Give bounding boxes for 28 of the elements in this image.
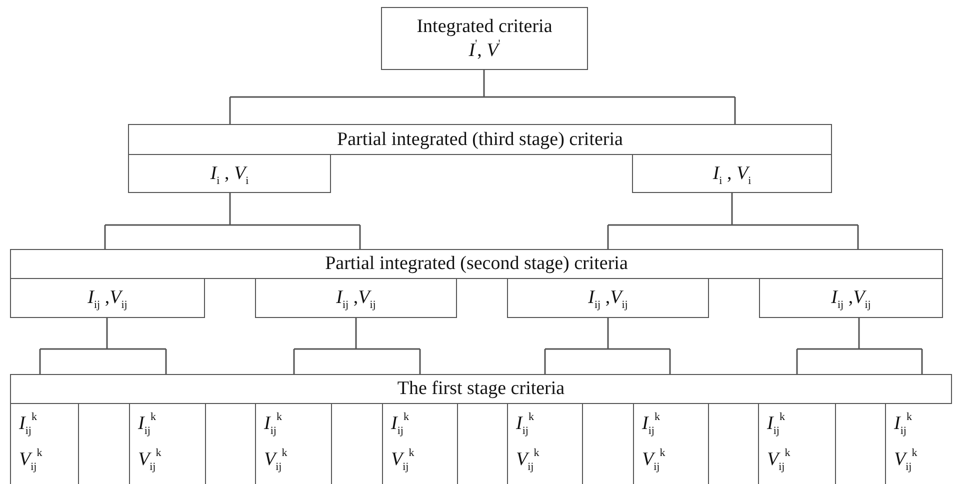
criteria-box: [507, 278, 709, 318]
criteria-box: [128, 154, 331, 193]
connector-line: [607, 192, 859, 250]
heading-text: I$_{ij}$ ,V$_{ij}$: [588, 286, 628, 310]
criteria-box: [381, 7, 588, 70]
formula-text: I$^{'}$, V$^{'}$: [468, 38, 500, 62]
heading-text: Partial integrated (second stage) criteria: [325, 252, 628, 276]
stage-band: [10, 374, 952, 404]
heading-text: I$_{i}$ , V$_{i}$: [712, 162, 752, 186]
heading-text: Partial integrated (third stage) criteria: [337, 128, 623, 152]
heading-text: I$_{ij}$ ,V$_{ij}$: [88, 286, 128, 310]
heading-text: I$_{ij}$ ,V$_{ij}$: [336, 286, 376, 310]
connector-line: [39, 317, 167, 375]
criteria-box: [759, 278, 943, 318]
connector-line: [796, 317, 923, 375]
heading-text: I$_{ij}$ ,V$_{ij}$: [831, 286, 871, 310]
connector-line: [104, 192, 361, 250]
connector-line: [229, 69, 736, 125]
connector-line: [293, 317, 421, 375]
criteria-box: [10, 278, 205, 318]
stage-band: [10, 249, 943, 279]
heading-text: Integrated criteria: [416, 14, 552, 38]
criteria-box: [255, 278, 457, 318]
heading-text: The first stage criteria: [397, 377, 565, 401]
heading-text: I$_{i}$ , V$_{i}$: [210, 162, 249, 186]
stage-band: [128, 124, 832, 155]
connector-line: [544, 317, 671, 375]
criteria-box: [632, 154, 832, 193]
